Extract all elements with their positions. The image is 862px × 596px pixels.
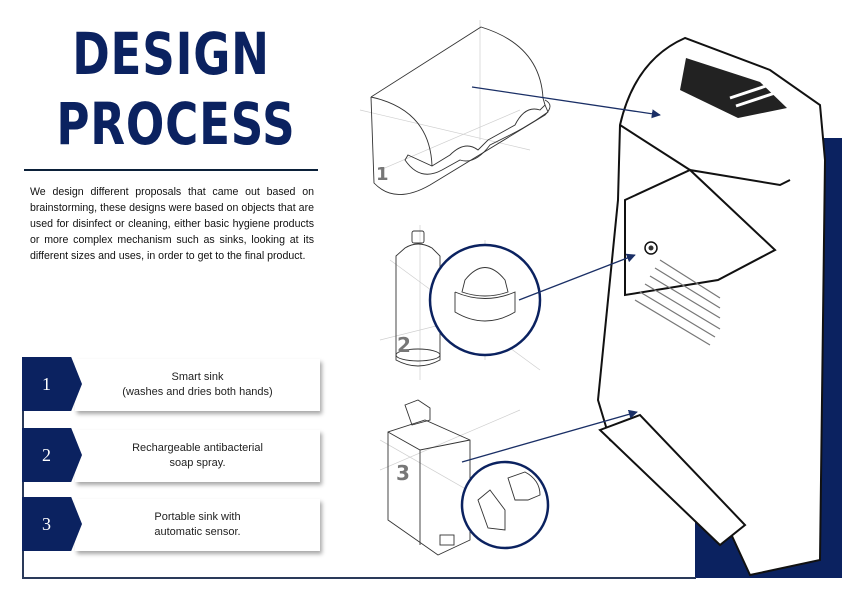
step-3-card: Portable sink with automatic sensor. (75, 499, 320, 551)
page-title-line2: PROCESS (56, 90, 296, 158)
sketch-2-detail-circle (428, 243, 542, 357)
step-2: Rechargeable antibacterial soap spray. 2 (22, 428, 322, 482)
step-3-number-badge: 3 (22, 497, 82, 551)
step-3: Portable sink with automatic sensor. 3 (22, 497, 322, 551)
sketch-2-label: 2 (397, 333, 411, 357)
title-divider (24, 169, 318, 171)
sensor-panel (680, 58, 787, 118)
step-1-card: Smart sink (washes and dries both hands) (75, 359, 320, 411)
sketch-3-portable-sink (387, 399, 471, 556)
step-1-title: Smart sink (171, 371, 224, 383)
step-2-title: Rechargeable antibacterial (132, 442, 263, 454)
sketch-3-detail-circle (460, 460, 550, 550)
intro-paragraph: We design different proposals that came … (30, 186, 314, 262)
sketch-3-label: 3 (396, 461, 410, 485)
step-3-subtitle: automatic sensor. (154, 526, 241, 538)
page-title-line1: DESIGN (72, 20, 270, 88)
step-2-number-badge: 2 (22, 428, 82, 482)
sketch-1-smart-sink (370, 26, 551, 195)
connector-arrows (461, 86, 661, 463)
step-2-card: Rechargeable antibacterial soap spray. (75, 430, 320, 482)
sketch-2-spray-bottle (395, 230, 441, 367)
final-product-sink (596, 36, 827, 577)
sketch-1-label: 1 (376, 164, 389, 185)
step-1: Smart sink (washes and dries both hands)… (22, 357, 322, 411)
list-frame-bottom (22, 577, 696, 579)
step-3-title: Portable sink with (154, 511, 241, 523)
step-1-number-badge: 1 (22, 357, 82, 411)
step-2-subtitle: soap spray. (169, 457, 226, 469)
step-1-subtitle: (washes and dries both hands) (122, 386, 273, 398)
